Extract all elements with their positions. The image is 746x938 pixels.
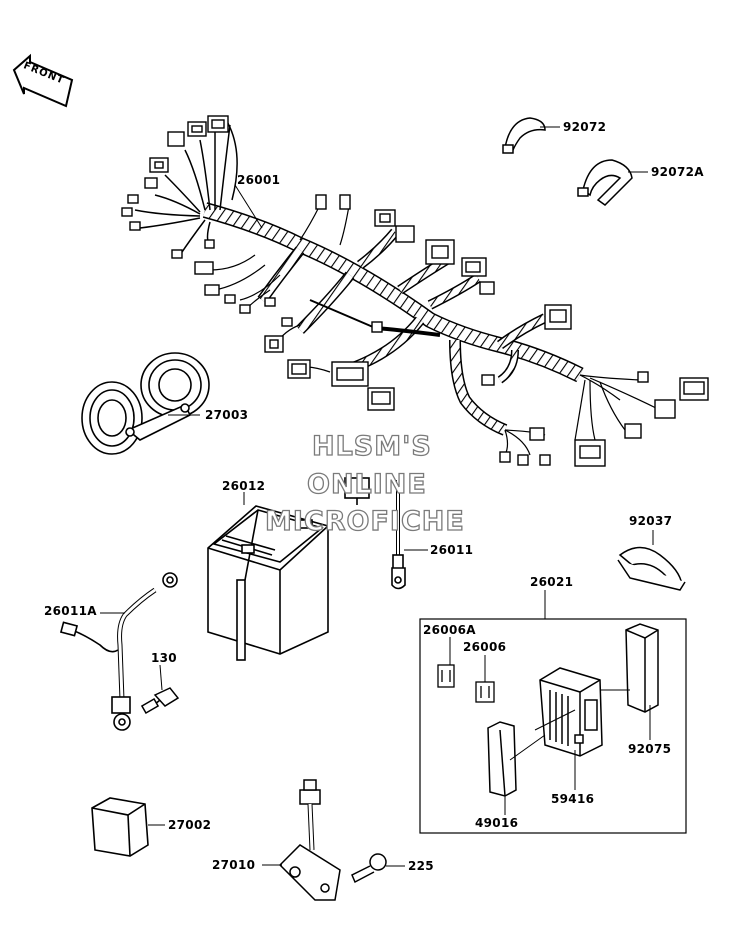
part-number-49016: 49016 [475,816,519,830]
part-number-26006: 26006 [463,640,507,654]
fuse-26006 [475,681,495,703]
box-26021 [419,618,687,834]
part-number-92075: 92075 [628,742,672,756]
part-number-27002: 27002 [168,818,212,832]
part-number-27003: 27003 [205,408,249,422]
part-number-26006A: 26006A [423,623,476,637]
relay-27002 [91,797,149,857]
part-number-27010: 27010 [212,858,256,872]
part-number-26011A: 26011A [44,604,97,618]
part-number-92037: 92037 [629,514,673,528]
watermark-line-1: HLSM'S [311,431,432,462]
part-number-225: 225 [408,859,434,873]
clip-92037 [617,546,686,591]
part-number-26011: 26011 [430,543,474,557]
cable-26011A [59,572,178,731]
clamp-92072A [577,159,633,206]
switch-27010 [278,779,341,901]
front-arrow [12,53,74,108]
part-number-26001: 26001 [237,173,281,187]
part-number-26021: 26021 [530,575,574,589]
leader-lines [100,126,654,867]
bolt-225 [351,853,387,884]
part-number-92072: 92072 [563,120,607,134]
bolt-130 [140,687,180,714]
watermark-line-3: MICROFICHE [264,506,465,537]
part-number-130: 130 [151,651,177,665]
cable-26011 [344,477,406,590]
cover-92075 [625,623,659,713]
part-number-92072A: 92072A [651,165,704,179]
watermark-line-2: ONLINE [306,469,427,500]
battery-26012 [207,505,329,661]
cover-49016 [487,721,517,797]
harness-connectors [121,115,709,467]
clamp-92072 [502,117,546,154]
part-number-59416: 59416 [551,792,595,806]
fuse-26006A [437,664,455,688]
horn-assembly-27003 [81,352,210,455]
part-number-26012: 26012 [222,479,266,493]
